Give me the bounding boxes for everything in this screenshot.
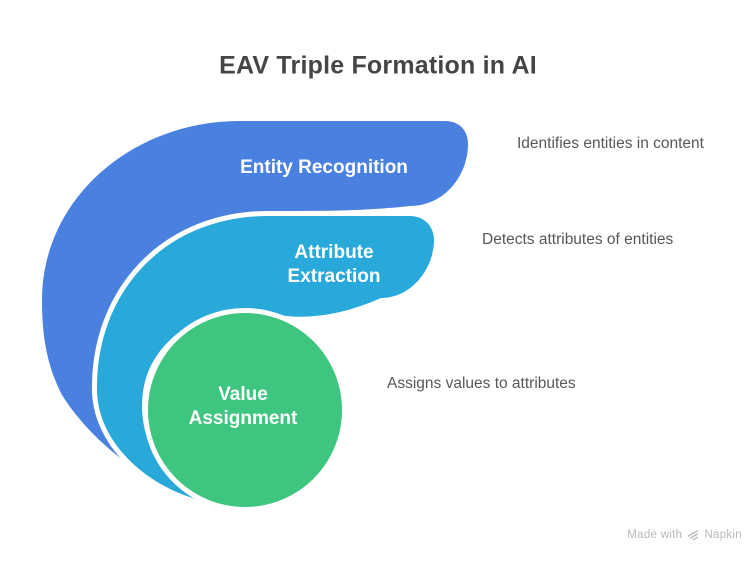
watermark: Made with Napkin bbox=[627, 529, 742, 541]
watermark-made-with: Made with bbox=[627, 529, 683, 541]
attribute-extraction-shape bbox=[91, 211, 439, 508]
watermark-brand: Napkin bbox=[704, 529, 742, 541]
value-assignment-label: Value Assignment bbox=[189, 383, 298, 431]
value-assignment-shape bbox=[143, 308, 347, 512]
entity-recognition-description: Identifies entities in content bbox=[517, 135, 704, 152]
value-assignment-label-line1: Value bbox=[218, 384, 268, 405]
entity-recognition-label-text: Entity Recognition bbox=[240, 157, 408, 178]
attribute-extraction-label-line1: Attribute bbox=[294, 242, 374, 263]
value-assignment-label-line2: Assignment bbox=[188, 408, 298, 429]
value-assignment-description: Assigns values to attributes bbox=[387, 375, 576, 392]
attribute-extraction-label: Attribute Extraction bbox=[288, 241, 381, 289]
attribute-extraction-description: Detects attributes of entities bbox=[482, 231, 674, 248]
napkin-logo-icon bbox=[688, 530, 699, 541]
page-title: EAV Triple Formation in AI bbox=[219, 51, 537, 80]
attribute-extraction-label-line2: Extraction bbox=[287, 266, 381, 287]
entity-recognition-label: Entity Recognition bbox=[240, 156, 408, 180]
